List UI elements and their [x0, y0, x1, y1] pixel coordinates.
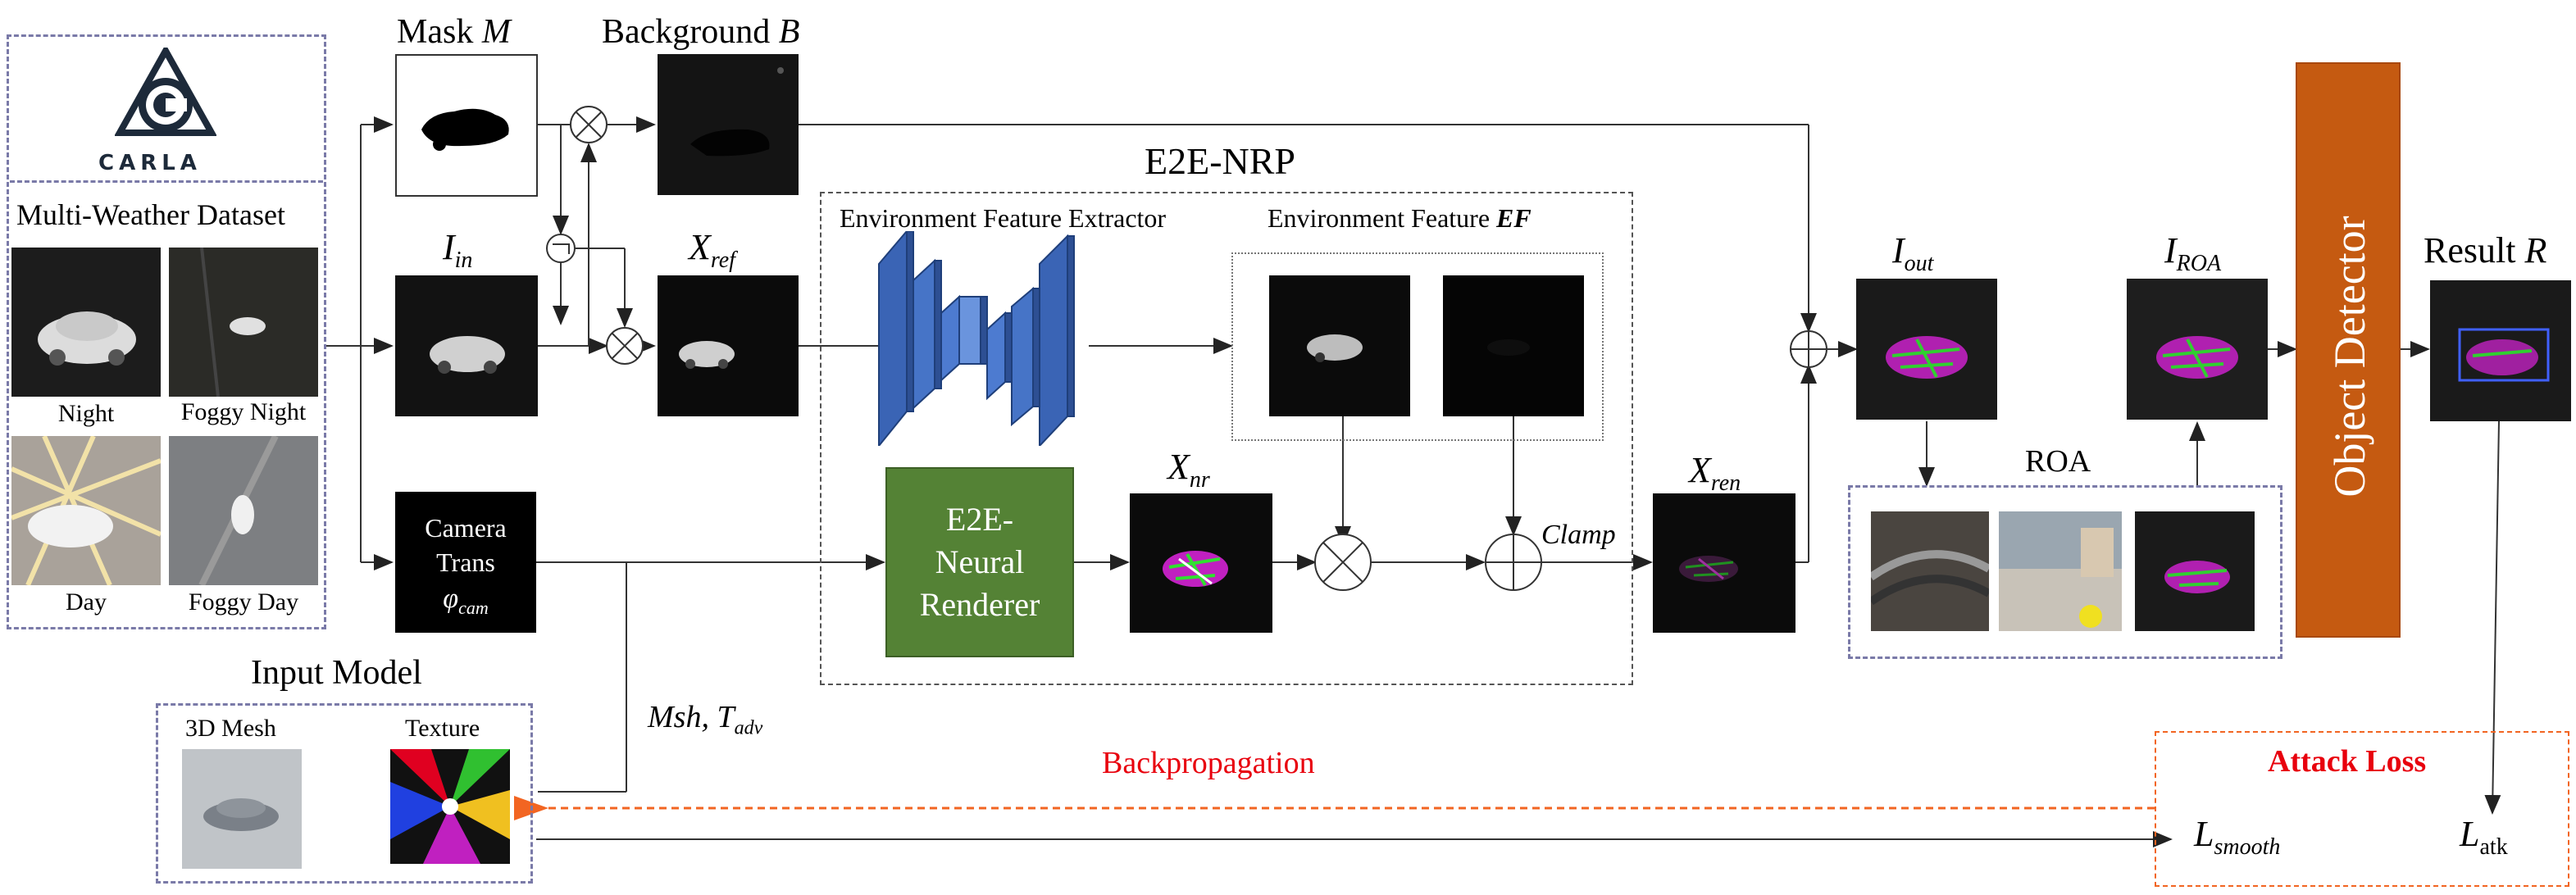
- camera-line1: Camera: [425, 513, 507, 543]
- roa-image-3: [2135, 511, 2255, 631]
- result-label: Result R: [2424, 230, 2547, 270]
- background-label: Background B: [602, 13, 800, 51]
- renderer-line3: Renderer: [919, 586, 1040, 623]
- mesh-label: 3D Mesh: [185, 715, 276, 742]
- feature-extractor-network: [877, 229, 1099, 448]
- extractor-label: Environment Feature Extractor: [840, 203, 1167, 233]
- environment-feature-box: [1231, 252, 1604, 441]
- xren-label: Xren: [1689, 450, 1741, 496]
- night-label: Night: [57, 400, 115, 427]
- clamp-label: Clamp: [1541, 520, 1616, 550]
- renderer-line2: Neural: [935, 543, 1025, 580]
- latk-label: Latk: [2460, 814, 2508, 860]
- camera-line2: Trans: [436, 547, 495, 577]
- iout-label: Iout: [1892, 230, 1934, 276]
- iout-image: [1856, 279, 1997, 420]
- lsmooth-label: Lsmooth: [2194, 814, 2281, 860]
- backpropagation-label: Backpropagation: [1102, 746, 1315, 780]
- feature-image-1: [1269, 275, 1410, 416]
- renderer-line1: E2E-: [945, 501, 1014, 538]
- foggy-day-label: Foggy Day: [188, 588, 299, 616]
- result-image: [2430, 280, 2571, 421]
- day-label: Day: [66, 588, 107, 616]
- mask-image: [395, 54, 538, 197]
- texture-label: Texture: [405, 715, 480, 742]
- xren-image: [1653, 493, 1795, 633]
- iroa-image: [2127, 279, 2268, 420]
- day-image: [10, 434, 162, 587]
- night-image: [11, 248, 161, 397]
- xref-label: Xref: [689, 227, 735, 273]
- carla-logo: [114, 43, 217, 138]
- input-model-panel: [156, 703, 533, 884]
- foggy-night-image: [169, 247, 318, 398]
- feature-label: Environment Feature EF: [1268, 203, 1531, 233]
- camera-trans-box: Camera Trans φcam: [395, 492, 536, 633]
- msh-tadv-label: Msh, Tadv: [648, 700, 763, 739]
- dataset-panel: [7, 34, 326, 629]
- mask-label: Mask M: [397, 13, 511, 51]
- foggy-night-label: Foggy Night: [180, 398, 307, 425]
- object-detector-label: Object Detector: [2325, 216, 2374, 497]
- dataset-title: Multi-Weather Dataset: [16, 198, 285, 231]
- roa-panel: [1848, 485, 2282, 659]
- xref-image: [658, 275, 799, 416]
- iroa-label: IROA: [2164, 230, 2222, 276]
- attack-loss-box: [2155, 731, 2569, 887]
- neural-renderer-box: E2E- Neural Renderer: [885, 467, 1074, 657]
- e2enrp-title: E2E-NRP: [1145, 140, 1295, 182]
- input-model-title: Input Model: [251, 654, 422, 692]
- xnr-image: [1130, 493, 1272, 633]
- iin-label: Iin: [443, 227, 473, 273]
- camera-symbol: φcam: [443, 584, 489, 618]
- roa-image-1: [1868, 511, 1991, 631]
- dataset-divider: [10, 180, 323, 183]
- attack-loss-title: Attack Loss: [2268, 744, 2427, 779]
- feature-image-2: [1443, 275, 1584, 416]
- foggy-day-image: [169, 434, 318, 587]
- object-detector-box: Object Detector: [2296, 62, 2401, 638]
- texture-image: [390, 749, 510, 864]
- iin-image: [395, 275, 538, 416]
- e2enrp-box: [820, 192, 1633, 685]
- roa-label: ROA: [2025, 444, 2091, 479]
- carla-logo-text: CARLA: [98, 151, 202, 175]
- xnr-label: Xnr: [1167, 447, 1210, 493]
- background-image: [658, 54, 799, 195]
- roa-image-2: [1999, 511, 2122, 631]
- mesh-image: [182, 749, 302, 869]
